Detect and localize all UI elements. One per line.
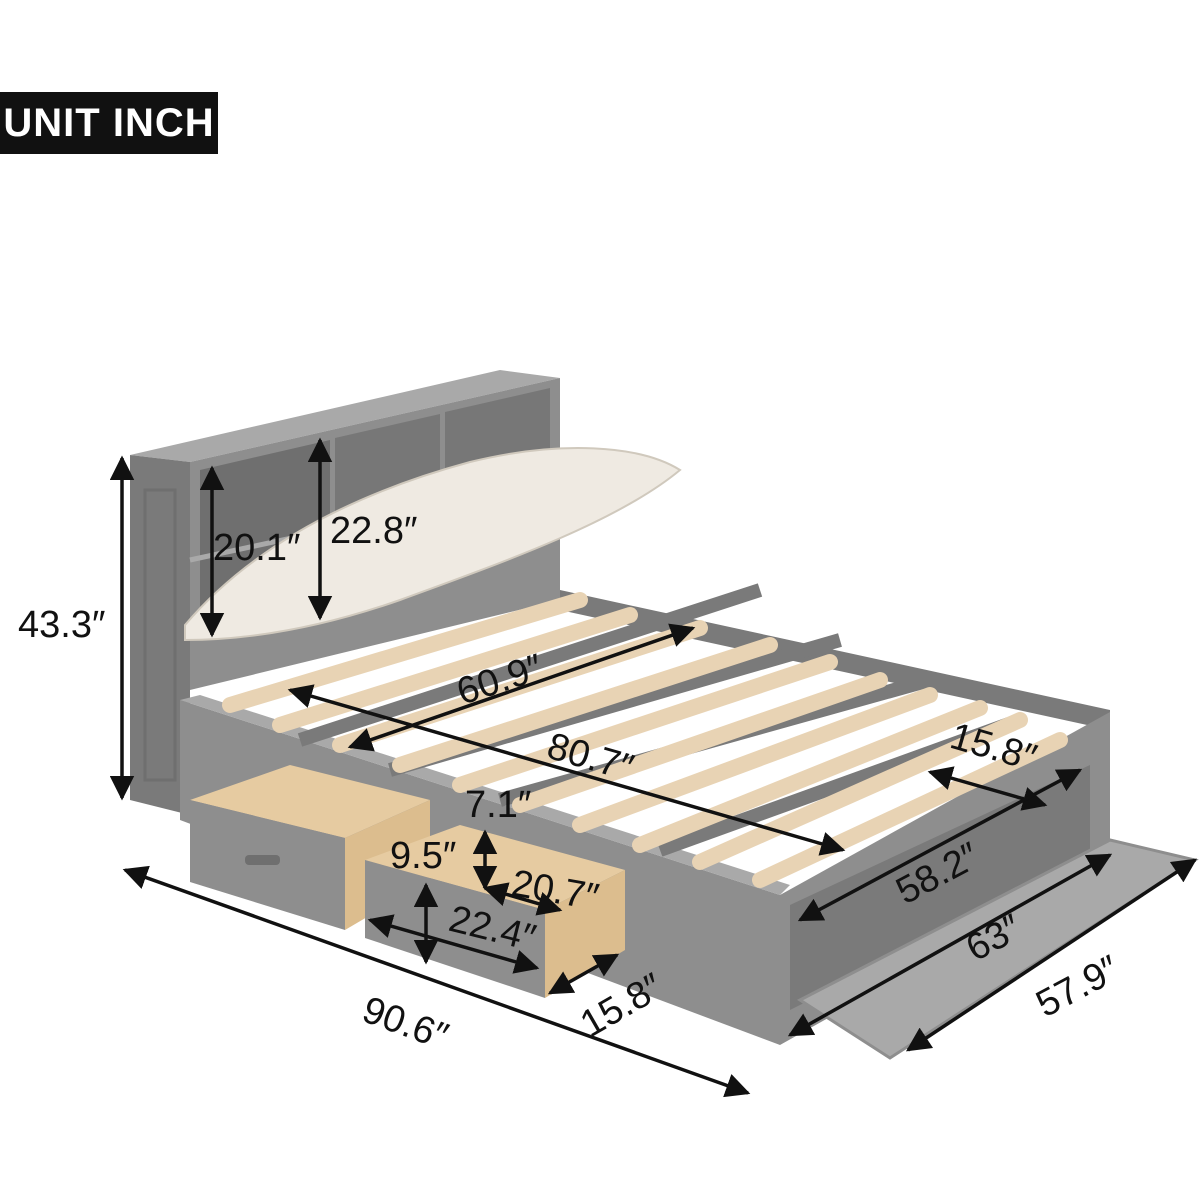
bed-length-arrow (287, 684, 846, 856)
drawer-height-label: 9.5″ (390, 835, 456, 877)
shelf-right-height-label: 22.8″ (330, 510, 417, 552)
flap-length-arrow (905, 858, 1198, 1052)
shelf-left-height-label: 20.1″ (213, 527, 300, 569)
dimension-lines (109, 437, 1198, 1098)
unit-label: UNIT INCH (0, 92, 218, 154)
overall-length-arrow (122, 865, 751, 1098)
overall-length-label: 90.6″ (357, 989, 454, 1058)
bed-illustration (130, 370, 1199, 1060)
drawer-top-gap-label: 7.1″ (465, 784, 531, 826)
headboard-height-label: 43.3″ (18, 604, 105, 646)
